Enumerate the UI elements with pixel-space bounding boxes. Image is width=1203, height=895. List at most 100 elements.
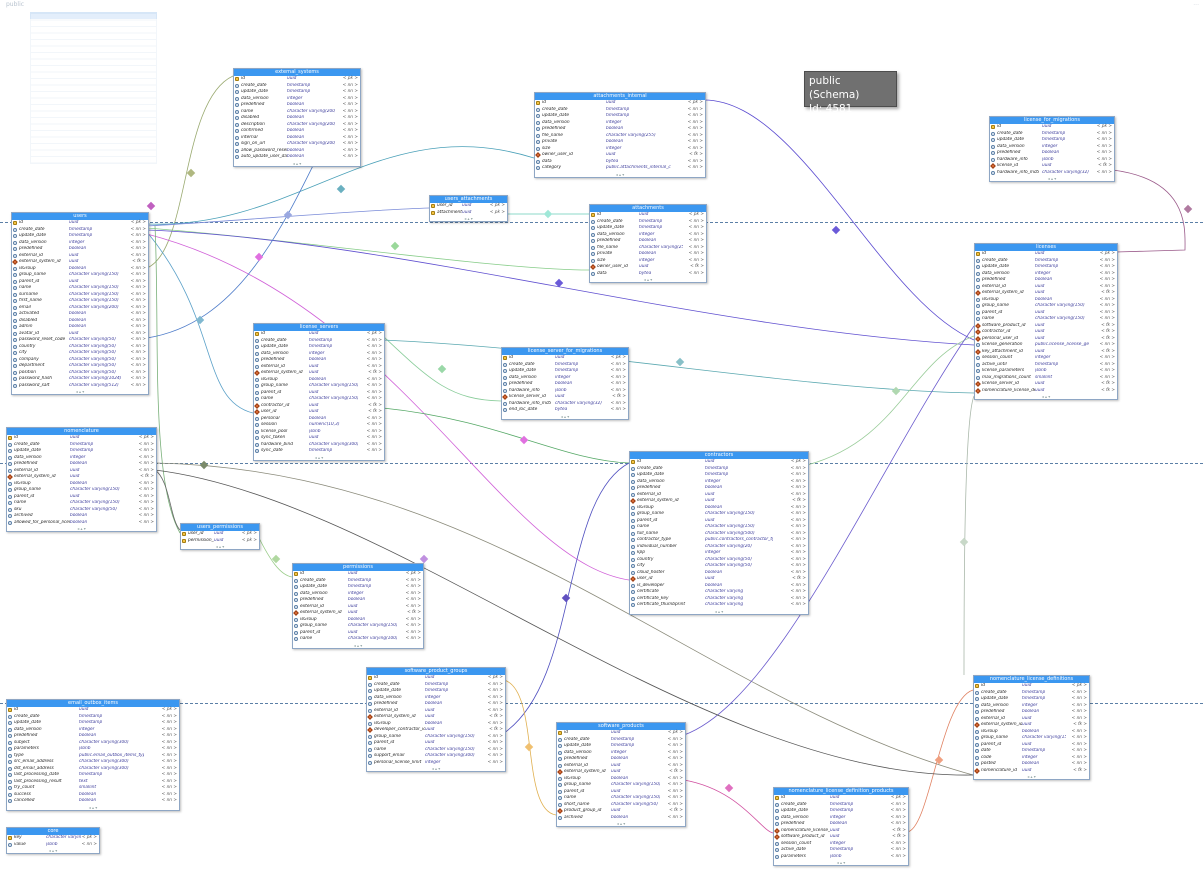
table-title[interactable]: users_permissions [181, 524, 259, 531]
table-footer[interactable]: ◂ ▴ ▾ [75, 389, 85, 394]
table-title[interactable]: license_for_migrations [990, 117, 1114, 124]
table-title[interactable]: contractors [630, 452, 808, 459]
table-footer[interactable]: ◂ ▴ ▾ [643, 277, 653, 282]
column-row[interactable]: allowed_for_personal_licenseboolean< nn … [7, 520, 156, 527]
table-title[interactable]: external_systems [234, 69, 360, 76]
table-title[interactable]: users [12, 213, 148, 220]
table-nomenclature-license-definition-products[interactable]: nomenclature_license_definition_products… [773, 787, 909, 866]
table-title[interactable]: email_outbox_items [7, 700, 179, 707]
table-title[interactable]: license_server_for_migrations [502, 348, 628, 355]
